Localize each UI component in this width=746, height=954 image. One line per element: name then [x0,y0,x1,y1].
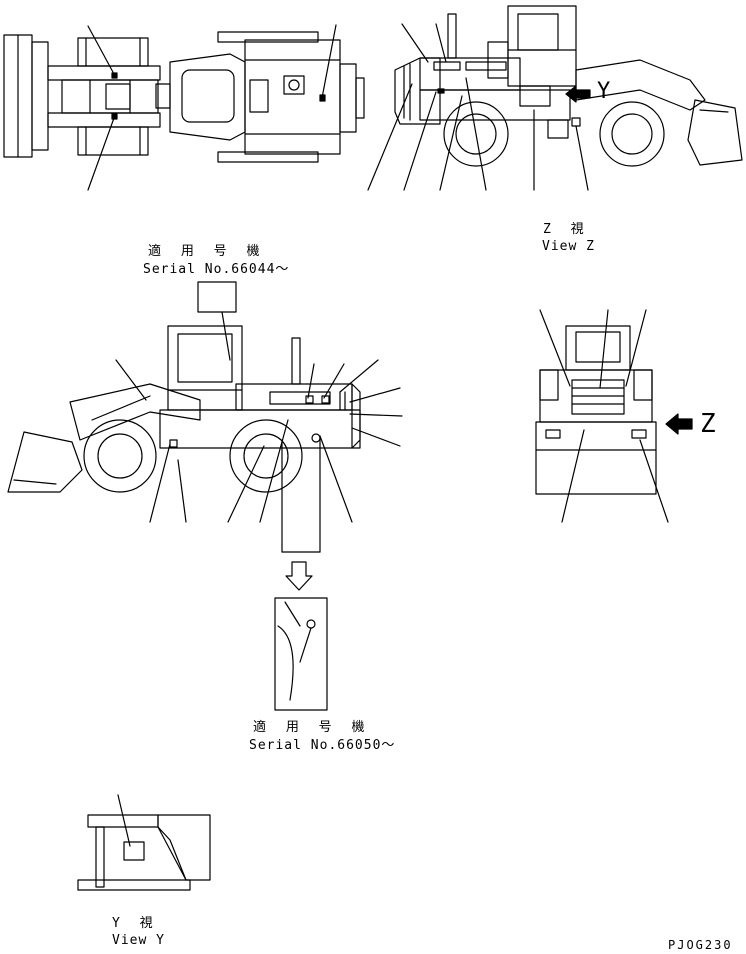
view-z-en: View Z [542,239,595,254]
down-arrow-icon [285,561,313,591]
drawing-code: PJOG230 [668,938,733,952]
view-z-arrow-left-icon [565,85,591,103]
view-z-arrow-icon [665,413,693,435]
machine-side-view-main [7,281,403,591]
serial-2-en: Serial No.66050〜 [249,738,396,753]
view-y-en: View Y [112,933,165,948]
view-y-marker: Y [597,79,612,104]
serial-1-en: Serial No.66044〜 [143,262,290,277]
machine-rear-view [535,309,669,523]
serial-2-jp: 適 用 号 機 [253,720,371,735]
serial-1-jp: 適 用 号 機 [148,244,266,259]
view-y-detail [77,794,211,891]
view-z-jp: Z 視 [543,222,590,237]
view-y-jp: Y 視 [112,916,159,931]
detail-box [274,597,328,711]
view-z-marker: Z [700,409,717,439]
machine-side-view-right [367,5,743,191]
machine-top-view [3,24,365,191]
